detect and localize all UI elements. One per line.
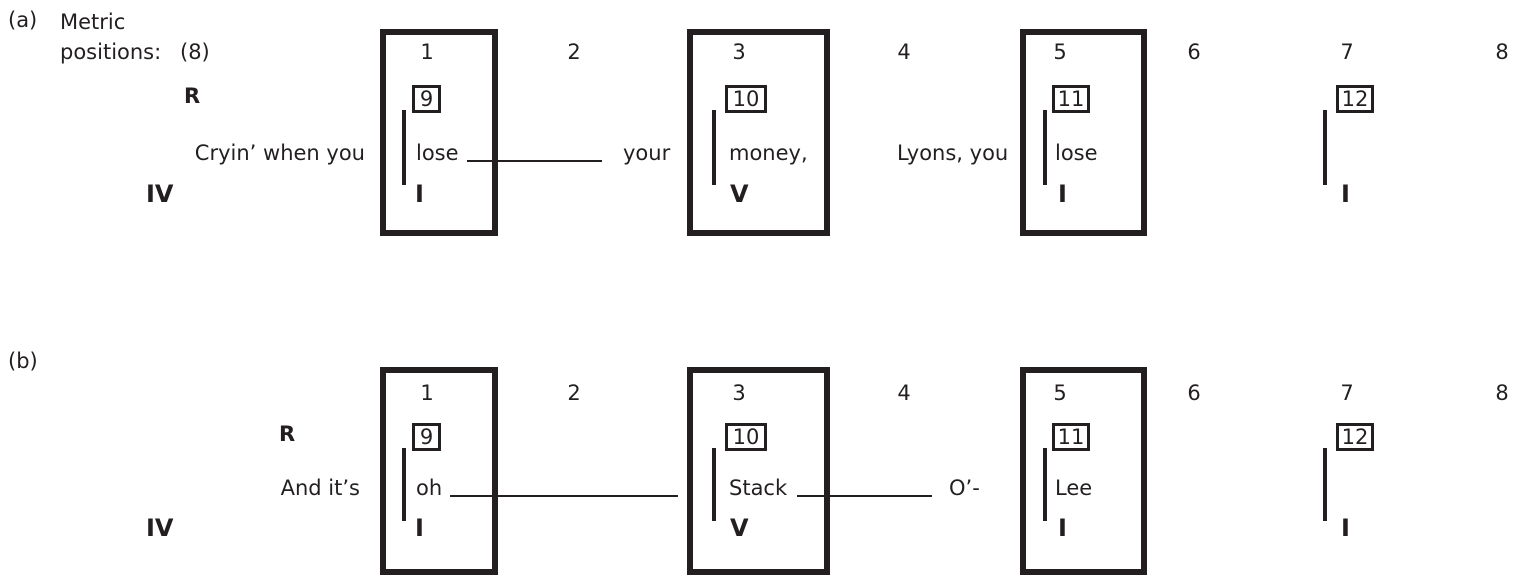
panel-a-label: (a) — [8, 8, 38, 32]
lyric-your: your — [623, 141, 671, 165]
position-8: 8 — [1495, 381, 1509, 405]
barline-10 — [712, 110, 716, 185]
position-3: 3 — [732, 40, 746, 64]
metric-positions-label-line1: Metric — [60, 10, 126, 34]
position-7: 7 — [1340, 40, 1354, 64]
bar-number-10: 10 — [725, 85, 767, 113]
position-3: 3 — [732, 381, 746, 405]
pickup-position: (8) — [180, 40, 210, 64]
barline-11 — [1043, 448, 1047, 521]
lyric-money: money, — [729, 141, 808, 165]
lyric-lyons-you: Lyons, you — [897, 141, 1009, 165]
lyric-lee: Lee — [1055, 476, 1093, 500]
melisma-line-2 — [797, 495, 932, 497]
bar-number-11: 11 — [1052, 85, 1090, 113]
melisma-line — [467, 160, 602, 162]
lyric-o: O’- — [949, 476, 980, 500]
bar-number-12: 12 — [1336, 423, 1374, 451]
chord-iv: IV — [146, 514, 174, 542]
chord-i-1: I — [415, 514, 424, 542]
lyric-lose: lose — [416, 141, 459, 165]
downbeat-box-5 — [1020, 29, 1147, 236]
barline-11 — [1043, 110, 1047, 185]
barline-9 — [402, 448, 406, 521]
chord-v: V — [730, 514, 749, 542]
downbeat-box-1 — [380, 29, 498, 236]
lyric-lose-2: lose — [1055, 141, 1098, 165]
bar-number-9: 9 — [412, 423, 441, 451]
position-1: 1 — [420, 381, 434, 405]
barline-12 — [1323, 110, 1327, 185]
chord-i-2: I — [1058, 180, 1067, 208]
position-5: 5 — [1053, 381, 1067, 405]
lyric-oh: oh — [416, 476, 443, 500]
chord-i-2: I — [1058, 514, 1067, 542]
rhyme-marker: R — [184, 84, 201, 108]
position-1: 1 — [420, 40, 434, 64]
panel-b-label: (b) — [8, 349, 38, 373]
position-8: 8 — [1495, 40, 1509, 64]
metric-positions-label-line2: positions: — [60, 40, 162, 64]
bar-number-11: 11 — [1052, 423, 1090, 451]
downbeat-box-3 — [687, 29, 830, 236]
chord-v: V — [730, 180, 749, 208]
chord-i-3: I — [1341, 514, 1350, 542]
barline-12 — [1323, 448, 1327, 521]
downbeat-box-1 — [380, 367, 498, 575]
position-2: 2 — [567, 40, 581, 64]
bar-number-10: 10 — [725, 423, 767, 451]
chord-i-3: I — [1341, 180, 1350, 208]
position-2: 2 — [567, 381, 581, 405]
position-7: 7 — [1340, 381, 1354, 405]
position-4: 4 — [897, 381, 911, 405]
lyric-pickup: And it’s — [280, 476, 360, 500]
chord-i-1: I — [415, 180, 424, 208]
downbeat-box-5 — [1020, 367, 1147, 575]
lyric-pickup: Cryin’ when you — [194, 141, 365, 165]
barline-9 — [402, 110, 406, 185]
melisma-line-1 — [450, 495, 678, 497]
rhyme-marker: R — [279, 422, 296, 446]
bar-number-12: 12 — [1336, 85, 1374, 113]
position-6: 6 — [1187, 40, 1201, 64]
chord-iv: IV — [146, 180, 174, 208]
position-4: 4 — [897, 40, 911, 64]
barline-10 — [712, 448, 716, 521]
position-5: 5 — [1053, 40, 1067, 64]
bar-number-9: 9 — [412, 85, 441, 113]
lyric-stack: Stack — [729, 476, 788, 500]
downbeat-box-3 — [687, 367, 830, 575]
position-6: 6 — [1187, 381, 1201, 405]
